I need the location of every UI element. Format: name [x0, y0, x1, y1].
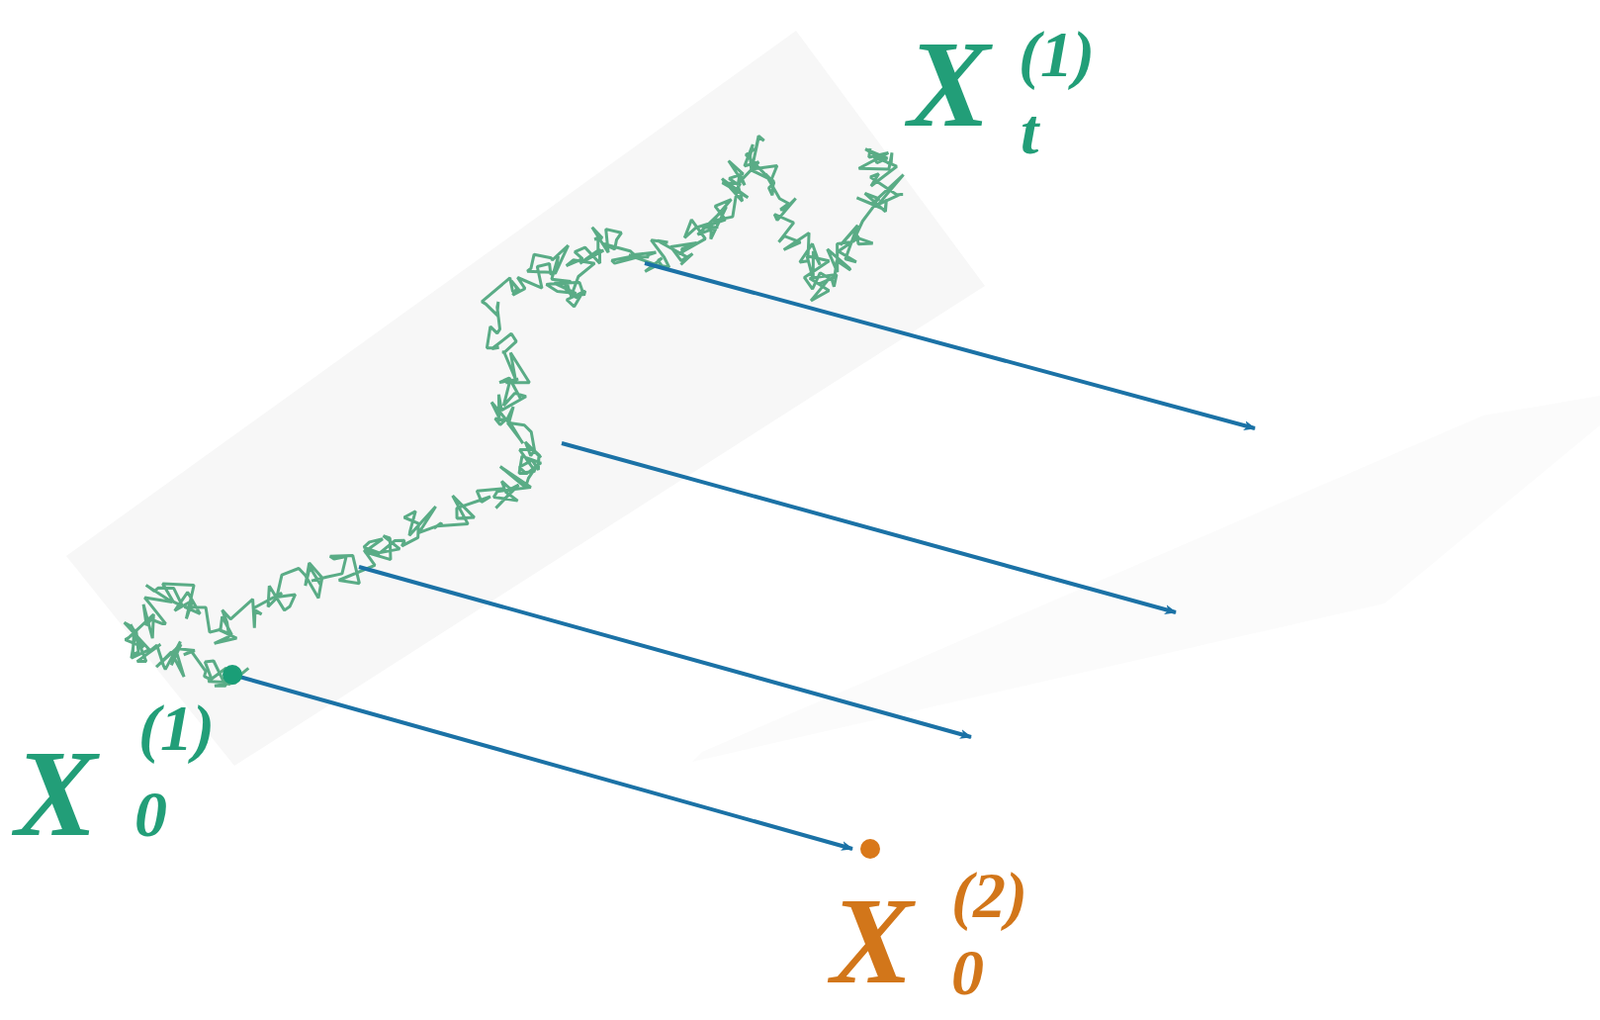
shift-arrow	[561, 443, 1176, 613]
superscript-index: (1)	[1018, 21, 1095, 88]
plane-background	[692, 395, 1600, 762]
plane-background	[66, 30, 985, 766]
variable-name: X	[907, 22, 990, 147]
superscript-index: (2)	[951, 862, 1028, 928]
subscript-time: t	[1020, 98, 1039, 165]
subscript-time: 0	[951, 939, 984, 1005]
superscript-index: (1)	[138, 695, 215, 761]
shift-arrow	[644, 263, 1255, 429]
random-walk-path	[124, 135, 904, 686]
shift-arrow	[232, 674, 853, 849]
variable-name: X	[830, 879, 913, 1003]
variable-name: X	[14, 731, 97, 856]
shift-arrow	[358, 566, 972, 737]
start-point	[222, 664, 243, 685]
shifted-start-point	[860, 838, 881, 859]
subscript-time: 0	[134, 781, 168, 847]
